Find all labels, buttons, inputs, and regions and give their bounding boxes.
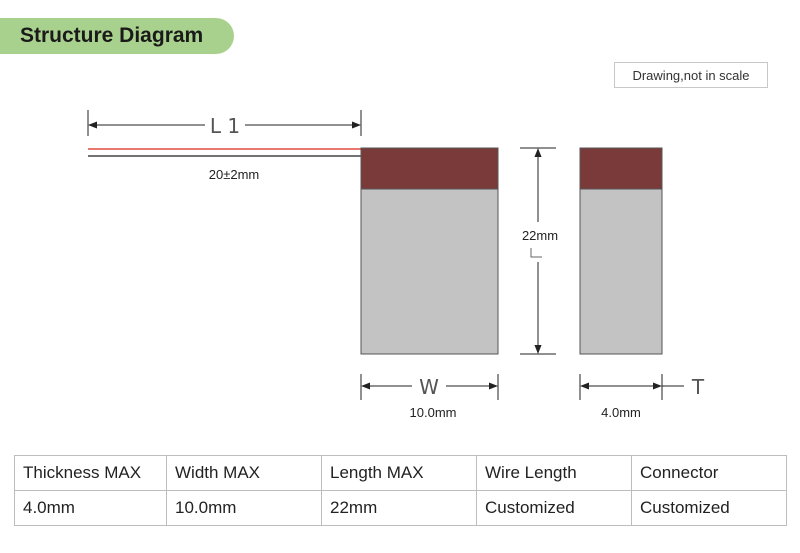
table-header-row: Thickness MAX Width MAX Length MAX Wire … (14, 455, 787, 491)
table-cell: 4.0mm (14, 490, 167, 526)
section-title: Structure Diagram (0, 18, 234, 54)
front-terminal (360, 147, 499, 190)
table-cell: 10.0mm (166, 490, 322, 526)
table-header-cell: Connector (631, 455, 787, 491)
table-header-cell: Width MAX (166, 455, 322, 491)
section-title-text: Structure Diagram (20, 24, 204, 47)
height-letter-mark (530, 248, 542, 258)
table-header-cell: Thickness MAX (14, 455, 167, 491)
scale-note: Drawing,not in scale (614, 62, 768, 88)
table-row: 4.0mm 10.0mm 22mm Customized Customized (14, 490, 787, 526)
t-letter: T (691, 375, 705, 399)
l1-label: L 1 (210, 114, 240, 138)
table-cell: Customized (631, 490, 787, 526)
table-header-cell: Wire Length (476, 455, 632, 491)
spec-table: Thickness MAX Width MAX Length MAX Wire … (14, 455, 787, 526)
table-cell: Customized (476, 490, 632, 526)
side-body (579, 188, 663, 355)
wire-length-label: 20±2mm (209, 167, 259, 182)
width-label: 10.0mm (410, 405, 457, 420)
w-letter: W (419, 375, 439, 399)
table-cell: 22mm (321, 490, 477, 526)
table-header-cell: Length MAX (321, 455, 477, 491)
front-body (360, 188, 499, 355)
side-terminal (579, 147, 663, 190)
height-label: 22mm (522, 228, 558, 243)
thickness-label: 4.0mm (601, 405, 641, 420)
structure-diagram: L 1 20±2mm 22mm W 10.0mm T 4.0mm (87, 110, 705, 420)
